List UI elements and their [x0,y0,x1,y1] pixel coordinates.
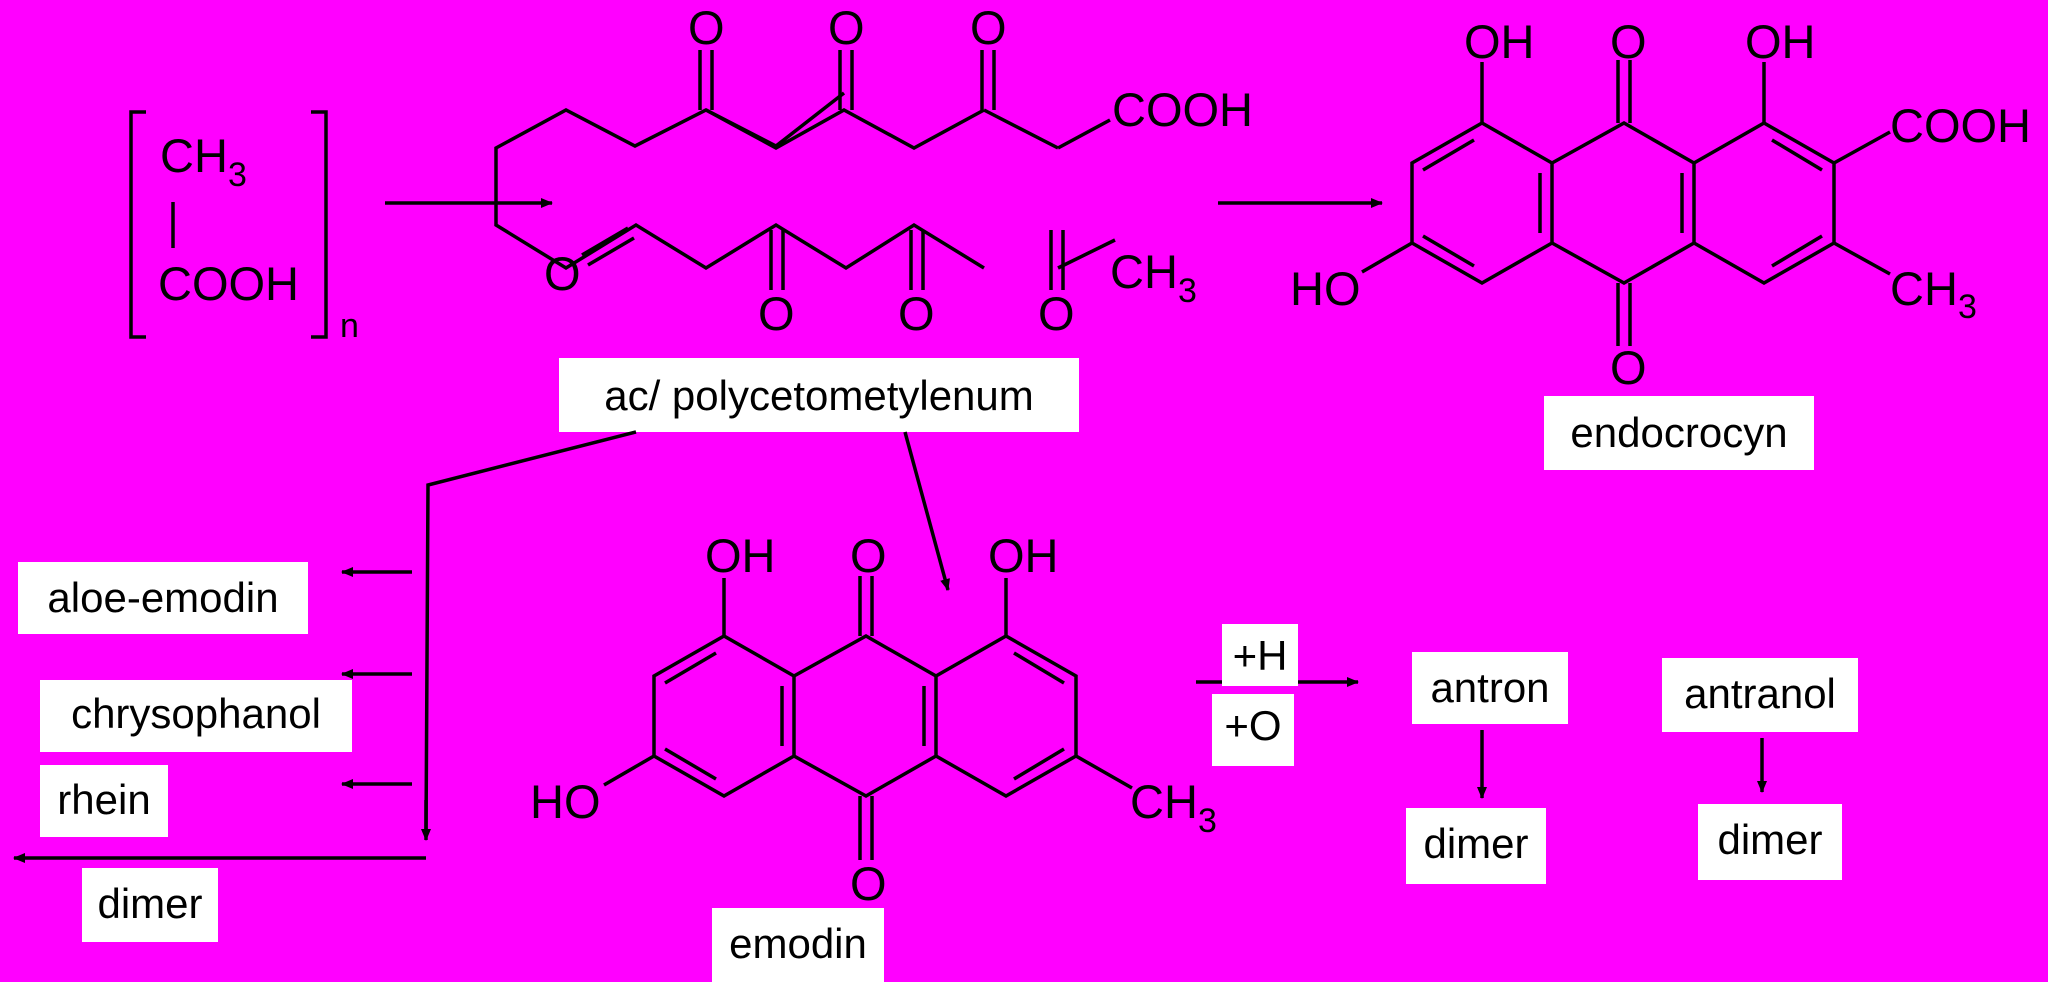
monomer-ch3-subscript: 3 [228,156,247,194]
antranol-dimer: dimer [1717,816,1822,863]
monomer-ch3: CH [160,129,228,182]
polyketide-cooh: COOH [1112,83,1253,136]
polyketide-top-o2: O [828,1,865,54]
monomer-cooh: COOH [158,257,299,310]
acetate-monomer: CH 3 COOH n [129,110,359,345]
antranol-box [1662,658,1858,732]
plus-o-box [1212,694,1294,766]
product-aloe-emodin: aloe-emodin [47,574,278,621]
emodin-o-top: O [850,529,887,582]
emodin-structure: OH O OH HO CH 3 O [530,529,1217,910]
branch-line [424,430,637,836]
polyketide-chain: O O O COOH O O O O CH 3 [494,1,1253,340]
polyketide-bottom-o3: O [1038,287,1075,340]
polyketide-top-o1: O [688,1,725,54]
repeat-n: n [340,307,359,345]
ch3-bond [1057,238,1116,270]
emodin-ch3-subscript: 3 [1198,802,1217,840]
emodin-label: emodin [729,920,867,967]
antron-dimer-box [1406,808,1546,884]
polyketide-label-box [559,358,1079,432]
emodin-oh-right: OH [988,529,1059,582]
reagent-plus-o: +O [1224,702,1281,749]
polyketide-backbone [494,91,985,271]
left-bracket [129,110,146,339]
emodin-ch3: CH [1130,775,1198,828]
reagent-plus-h: +H [1233,632,1288,679]
antron-dimer: dimer [1423,820,1528,867]
polyketide-left-o: O [544,247,581,300]
product-rhein: rhein [57,776,150,823]
dimer-box [82,868,218,942]
endocrocyn-cooh: COOH [1890,99,2031,152]
endocrocyn-ho: HO [1290,262,1361,315]
antranol-dimer-box [1698,804,1842,880]
rhein-box [40,765,168,837]
product-dimer: dimer [97,880,202,927]
emodin-oh-left: OH [705,529,776,582]
endocrocyn-oh-left: OH [1464,15,1535,68]
polyketide-ch3-subscript: 3 [1178,272,1197,310]
endocrocyn-label: endocrocyn [1570,409,1787,456]
polyketide-bottom-o1: O [758,287,795,340]
product-chrysophanol: chrysophanol [71,690,321,737]
endocrocyn-o-bottom: O [1610,341,1647,394]
emodin-o-bottom: O [850,857,887,910]
endocrocyn-o-top: O [1610,15,1647,68]
emodin-ho: HO [530,775,601,828]
polyketide-label: ac/ polycetometylenum [604,372,1034,419]
right-bracket [311,110,328,339]
chrysophanol-box [40,680,352,752]
antron-box [1412,652,1568,724]
emodin-label-box [712,908,884,982]
antron-label: antron [1430,664,1549,711]
arrow-polyketide-to-emodin [903,431,950,591]
endocrocyn-ch3-subscript: 3 [1958,288,1977,326]
endocrocyn-label-box [1544,396,1814,470]
plus-h-box [1222,624,1298,686]
endocrocyn-structure: OH O OH COOH HO CH 3 O [1290,15,2031,394]
endocrocyn-oh-right: OH [1745,15,1816,68]
endocrocyn-ch3: CH [1890,262,1958,315]
polyketide-top-o3: O [970,1,1007,54]
aloe-emodin-box [18,562,308,634]
polyketide-bottom-o2: O [898,287,935,340]
polyketide-ch3: CH [1110,245,1178,298]
antranol-label: antranol [1684,670,1836,717]
